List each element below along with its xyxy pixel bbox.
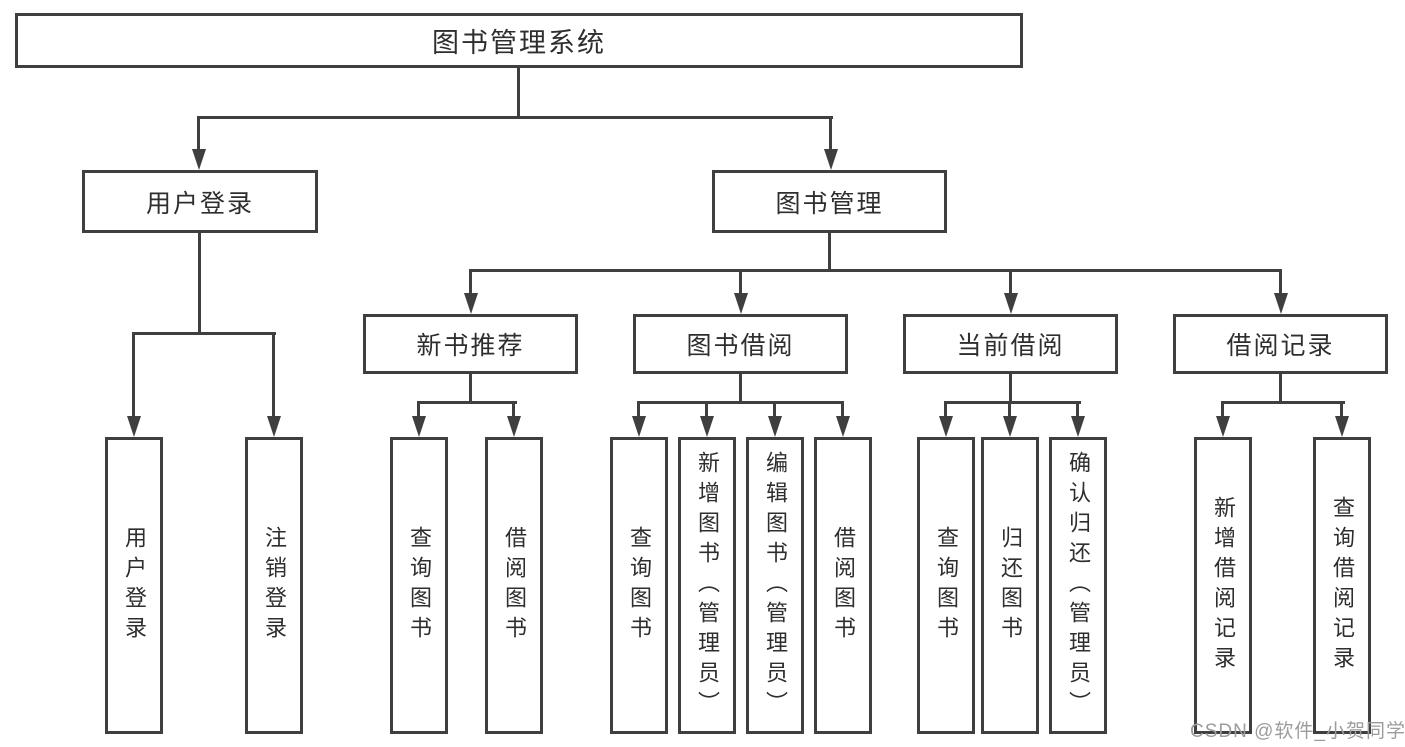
connector-user-login-drop: [198, 233, 201, 334]
leaf-query-books-current: 查询图书: [917, 437, 975, 734]
arrowhead-leaf-return-books: [1003, 416, 1017, 437]
leaf-label: 注销登录: [262, 525, 287, 646]
leaf-logout: 注销登录: [245, 437, 303, 734]
leaf-label: 查询图书: [407, 525, 432, 646]
connector-records-drop: [1279, 374, 1282, 404]
connector-stem-leaf: [417, 401, 420, 417]
arrowhead-leaf-borrow-books: [836, 416, 850, 437]
connector-root-drop: [517, 66, 520, 118]
connector-stem-leaf: [1221, 401, 1224, 417]
node-current-borrow: 当前借阅: [903, 314, 1118, 374]
connector-stem-leaf-user-login: [132, 332, 135, 416]
leaf-user-login: 用户登录: [105, 437, 163, 734]
leaf-label: 查询借阅记录: [1330, 495, 1355, 676]
node-label: 用户登录: [145, 189, 254, 218]
connector-borrow-rail: [637, 401, 844, 404]
connector-stem-leaf: [944, 401, 947, 417]
arrowhead-leaf-add-book-admin: [700, 416, 714, 437]
leaf-query-borrow-record: 查询借阅记录: [1313, 437, 1371, 734]
arrowhead-book-management: [824, 149, 838, 170]
arrowhead-user-login: [192, 149, 206, 170]
connector-stem-current-borrow: [1009, 269, 1012, 293]
leaf-label: 新增借阅记录: [1211, 495, 1236, 676]
leaf-borrow-books-recommend: 借阅图书: [485, 437, 543, 734]
arrowhead-leaf-query-books-borrow: [632, 416, 646, 437]
connector-stem-leaf: [773, 401, 776, 417]
leaf-label: 借阅图书: [502, 525, 527, 646]
leaf-label: 确认归还（管理员）: [1066, 450, 1091, 721]
node-label: 图书管理系统: [432, 28, 606, 58]
node-label: 图书借阅: [686, 332, 795, 360]
leaf-label: 用户登录: [122, 525, 147, 646]
arrowhead-leaf-query-borrow-record: [1335, 416, 1349, 437]
arrowhead-leaf-confirm-return-admin: [1071, 416, 1085, 437]
node-label: 当前借阅: [956, 332, 1065, 360]
leaf-query-books-borrow: 查询图书: [610, 437, 668, 734]
arrowhead-leaf-query-books-current: [939, 416, 953, 437]
connector-user-login-rail: [132, 332, 276, 335]
arrowhead-leaf-logout: [267, 416, 281, 437]
node-new-book-recommend: 新书推荐: [363, 314, 578, 374]
node-label: 借阅记录: [1226, 332, 1335, 360]
connector-stem-leaf: [512, 401, 515, 417]
connector-current-drop: [1009, 374, 1012, 404]
leaf-query-books-recommend: 查询图书: [390, 437, 448, 734]
leaf-label: 查询图书: [627, 525, 652, 646]
node-label: 新书推荐: [416, 332, 525, 360]
leaf-add-book-admin: 新增图书（管理员）: [678, 437, 736, 734]
connector-stem-leaf: [637, 401, 640, 417]
leaf-confirm-return-admin: 确认归还（管理员）: [1049, 437, 1107, 734]
connector-stem-leaf-logout: [272, 332, 275, 416]
leaf-label: 编辑图书（管理员）: [763, 450, 788, 721]
connector-book-management-drop: [828, 233, 831, 272]
connector-borrow-drop: [739, 374, 742, 404]
watermark: CSDN @软件_小贺同学: [1190, 721, 1405, 742]
connector-level2-rail: [197, 116, 833, 119]
connector-records-rail: [1221, 401, 1345, 404]
connector-stem-leaf: [1076, 401, 1079, 417]
connector-stem-leaf: [1340, 401, 1343, 417]
connector-stem-borrow-records: [1279, 269, 1282, 293]
arrowhead-leaf-borrow-books-recommend: [507, 416, 521, 437]
leaf-label: 借阅图书: [831, 525, 856, 646]
connector-current-rail: [944, 401, 1081, 404]
connector-stem-user-login: [197, 116, 200, 150]
arrowhead-book-borrow: [734, 293, 748, 314]
node-user-login: 用户登录: [82, 170, 318, 233]
arrowhead-leaf-query-books-recommend: [412, 416, 426, 437]
leaf-edit-book-admin: 编辑图书（管理员）: [746, 437, 804, 734]
leaf-borrow-books: 借阅图书: [814, 437, 872, 734]
node-book-management: 图书管理: [712, 170, 947, 233]
arrowhead-leaf-add-borrow-record: [1216, 416, 1230, 437]
node-label: 图书管理: [775, 189, 884, 218]
node-borrow-records: 借阅记录: [1173, 314, 1388, 374]
connector-stem-leaf: [841, 401, 844, 417]
connector-level3-rail: [469, 269, 1282, 272]
leaf-label: 查询图书: [934, 525, 959, 646]
arrowhead-borrow-records: [1274, 293, 1288, 314]
arrowhead-new-book-recommend: [464, 293, 478, 314]
connector-stem-leaf: [705, 401, 708, 417]
connector-stem-leaf: [1008, 401, 1011, 417]
arrowhead-current-borrow: [1004, 293, 1018, 314]
arrowhead-leaf-edit-book-admin: [768, 416, 782, 437]
leaf-add-borrow-record: 新增借阅记录: [1194, 437, 1252, 734]
connector-stem-new-book-recommend: [469, 269, 472, 293]
connector-stem-book-management: [829, 116, 832, 150]
connector-stem-book-borrow: [739, 269, 742, 293]
leaf-return-books: 归还图书: [981, 437, 1039, 734]
connector-recommend-rail: [417, 401, 517, 404]
node-library-system: 图书管理系统: [15, 13, 1023, 68]
node-book-borrow: 图书借阅: [633, 314, 848, 374]
leaf-label: 新增图书（管理员）: [695, 450, 720, 721]
arrowhead-leaf-user-login: [127, 416, 141, 437]
connector-recommend-drop: [469, 374, 472, 404]
leaf-label: 归还图书: [998, 525, 1023, 646]
